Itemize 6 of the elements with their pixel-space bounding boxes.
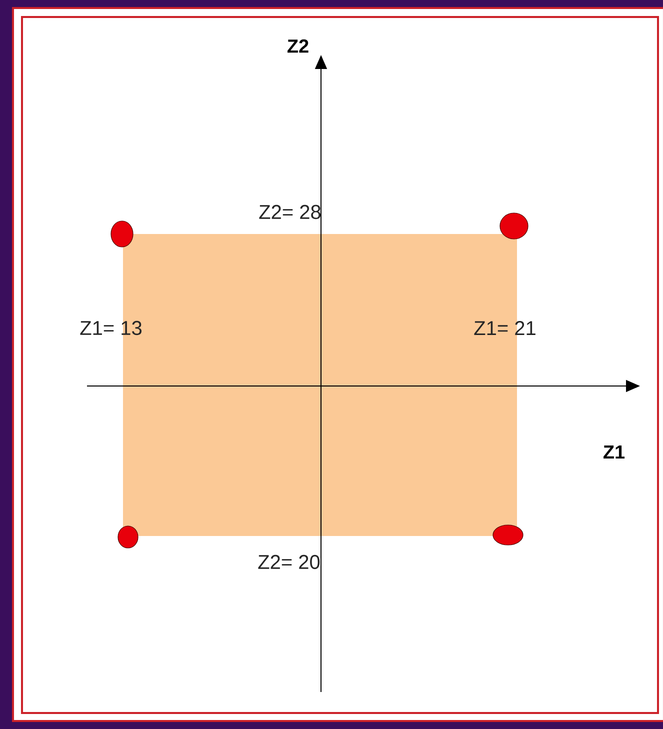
boundary-label: Z1= 13 — [80, 320, 142, 336]
axis-label: Z2 — [287, 39, 308, 53]
boundary-label: Z2= 20 — [258, 554, 320, 570]
boundary-label: Z2= 28 — [259, 204, 321, 220]
axis-label: Z1 — [603, 445, 625, 459]
boundary-label: Z1= 21 — [474, 321, 536, 335]
